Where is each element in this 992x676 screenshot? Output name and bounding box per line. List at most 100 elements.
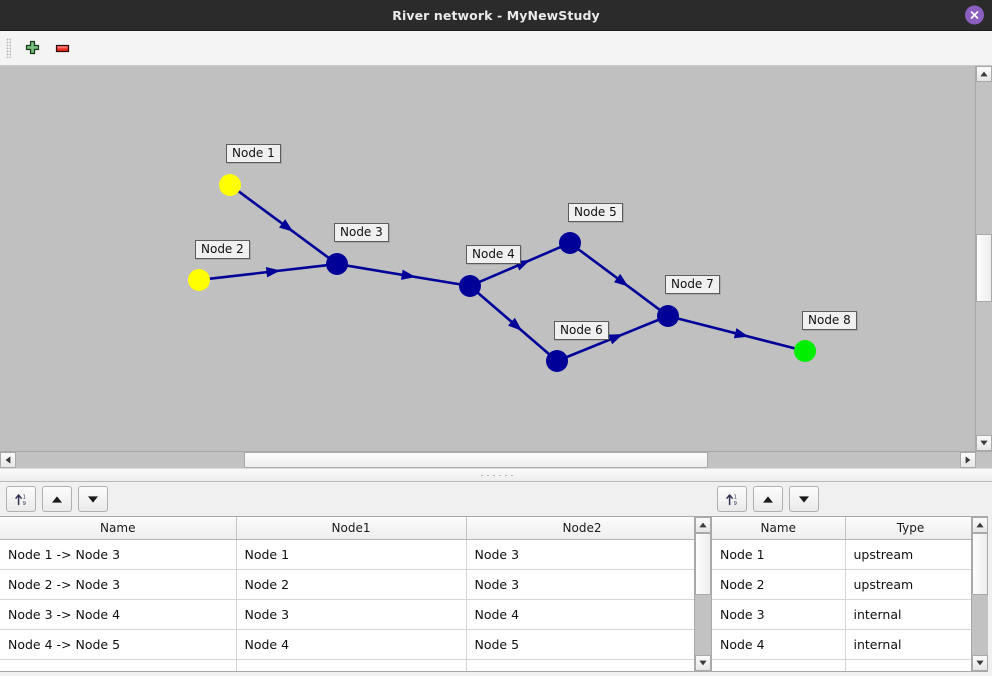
- graph-node-label[interactable]: Node 7: [665, 275, 720, 294]
- toolbar-drag-handle[interactable]: [6, 38, 11, 58]
- graph-node[interactable]: [794, 340, 816, 362]
- column-header-name[interactable]: Name: [0, 517, 237, 540]
- graph-node[interactable]: [219, 174, 241, 196]
- cell-name[interactable]: Node 3 -> Node 4: [0, 599, 237, 630]
- graph-node-label[interactable]: Node 3: [334, 223, 389, 242]
- nodes-move-down-button[interactable]: [789, 486, 819, 512]
- table-row-empty[interactable]: [712, 659, 971, 671]
- scroll-down-button[interactable]: [976, 435, 992, 451]
- scroll-left-button[interactable]: [0, 452, 16, 468]
- cell-type[interactable]: internal: [845, 629, 971, 660]
- graph-vscroll-track[interactable]: [976, 82, 992, 435]
- reaches-vertical-scrollbar[interactable]: [694, 517, 711, 671]
- scroll-up-button[interactable]: [976, 66, 992, 82]
- cell-type[interactable]: upstream: [845, 569, 971, 600]
- graph-node-label[interactable]: Node 1: [226, 144, 281, 163]
- column-header-name[interactable]: Name: [712, 517, 846, 540]
- cell-node1[interactable]: Node 2: [236, 569, 467, 600]
- table-row-empty[interactable]: [0, 659, 694, 671]
- graph-node-label[interactable]: Node 8: [802, 311, 857, 330]
- graph-hscroll-track[interactable]: [16, 452, 960, 468]
- column-header-node1[interactable]: Node1: [236, 517, 467, 540]
- reaches-move-down-button[interactable]: [78, 486, 108, 512]
- graph-edge-arrow-icon: [265, 267, 281, 278]
- reaches-move-up-button[interactable]: [42, 486, 72, 512]
- remove-node-button[interactable]: [47, 34, 77, 62]
- window-title: River network - MyNewStudy: [392, 7, 600, 23]
- cell-type[interactable]: upstream: [845, 539, 971, 570]
- graph-node[interactable]: [559, 232, 581, 254]
- graph-node[interactable]: [459, 275, 481, 297]
- splitter-grip-icon: [479, 473, 513, 477]
- graph-node[interactable]: [546, 350, 568, 372]
- nodes-scroll-up-button[interactable]: [972, 517, 988, 533]
- cell-node2[interactable]: Node 3: [466, 539, 694, 570]
- nodes-pane: 1 9: [711, 482, 992, 672]
- cell-node2[interactable]: Node 5: [466, 629, 694, 660]
- graph-nodes-layer: [188, 174, 816, 372]
- graph-node-label[interactable]: Node 5: [568, 203, 623, 222]
- graph-node-label[interactable]: Node 4: [466, 245, 521, 264]
- graph-node[interactable]: [188, 269, 210, 291]
- cell-name[interactable]: Node 4 -> Node 5: [0, 629, 237, 660]
- column-header-type[interactable]: Type: [845, 517, 971, 540]
- graph-hscroll-thumb[interactable]: [244, 452, 708, 468]
- cell-empty[interactable]: [845, 659, 971, 671]
- cell-node1[interactable]: Node 3: [236, 599, 467, 630]
- sort-arrow-icon: 1 9: [725, 493, 736, 507]
- reaches-vscroll-thumb[interactable]: [695, 533, 711, 595]
- close-icon: [970, 11, 979, 19]
- cell-name[interactable]: Node 1 -> Node 3: [0, 539, 237, 570]
- arrow-down-icon: [88, 495, 98, 503]
- graph-edge-arrow-icon: [400, 269, 416, 280]
- cell-type[interactable]: internal: [845, 599, 971, 630]
- graph-node-label[interactable]: Node 6: [554, 321, 609, 340]
- cell-name[interactable]: Node 2 -> Node 3: [0, 569, 237, 600]
- column-header-node2[interactable]: Node2: [466, 517, 694, 540]
- horizontal-splitter[interactable]: [0, 468, 992, 482]
- nodes-sort-button[interactable]: 1 9: [717, 486, 747, 512]
- graph-horizontal-scrollbar[interactable]: [0, 451, 992, 468]
- cell-empty[interactable]: [466, 659, 694, 671]
- graph-node-label[interactable]: Node 2: [195, 240, 250, 259]
- graph-node[interactable]: [657, 305, 679, 327]
- nodes-vscroll-track[interactable]: [972, 533, 988, 655]
- cell-name[interactable]: Node 2: [712, 569, 846, 600]
- arrow-down-icon: [799, 495, 809, 503]
- reaches-scroll-down-button[interactable]: [695, 655, 711, 671]
- add-node-button[interactable]: [17, 34, 47, 62]
- graph-node[interactable]: [326, 253, 348, 275]
- nodes-scroll-down-button[interactable]: [972, 655, 988, 671]
- cell-empty[interactable]: [712, 659, 846, 671]
- cell-name[interactable]: Node 1: [712, 539, 846, 570]
- cell-name[interactable]: Node 3: [712, 599, 846, 630]
- reaches-scroll-up-button[interactable]: [695, 517, 711, 533]
- scroll-right-button[interactable]: [960, 452, 976, 468]
- network-graph-canvas[interactable]: Node 1 Node 2 Node 3 Node 4 Node 5 Node 6 Node…: [0, 66, 975, 451]
- graph-vscroll-thumb[interactable]: [976, 234, 992, 302]
- cell-empty[interactable]: [0, 659, 237, 671]
- cell-node2[interactable]: Node 4: [466, 599, 694, 630]
- cell-node1[interactable]: Node 1: [236, 539, 467, 570]
- cell-node1[interactable]: Node 4: [236, 629, 467, 660]
- nodes-vertical-scrollbar[interactable]: [971, 517, 988, 671]
- cell-name[interactable]: Node 4: [712, 629, 846, 660]
- cell-node2[interactable]: Node 3: [466, 569, 694, 600]
- nodes-vscroll-thumb[interactable]: [972, 533, 988, 595]
- graph-vertical-scrollbar[interactable]: [975, 66, 992, 451]
- cell-empty[interactable]: [236, 659, 467, 671]
- reaches-sort-button[interactable]: 1 9: [6, 486, 36, 512]
- nodes-move-up-button[interactable]: [753, 486, 783, 512]
- close-button[interactable]: [965, 5, 984, 25]
- reaches-vscroll-track[interactable]: [695, 533, 711, 655]
